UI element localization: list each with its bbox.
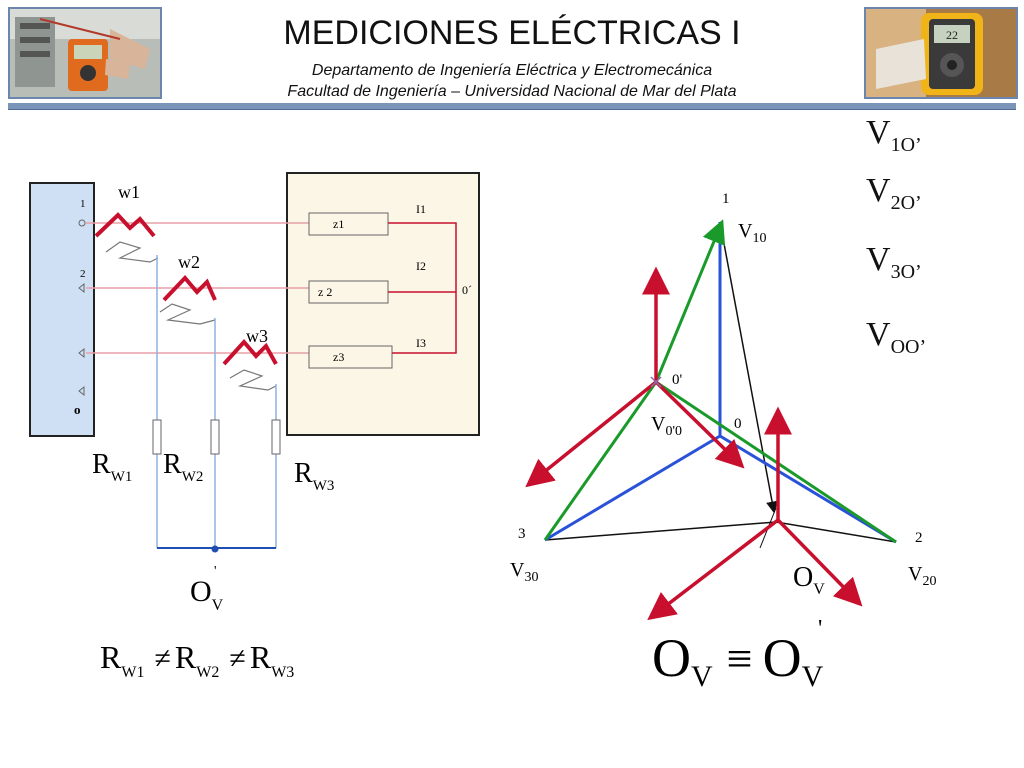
common-node-prime: ' xyxy=(214,564,217,579)
right-photo: 22 xyxy=(864,7,1018,99)
terminal-2-label: 2 xyxy=(80,268,86,280)
terminal-1 xyxy=(78,219,86,227)
meter-readout: 22 xyxy=(946,28,958,42)
multimeter-photo-icon: 22 xyxy=(866,9,1016,97)
current-phasor-i2 xyxy=(654,380,745,469)
common-node xyxy=(211,545,219,553)
impedance-z2-label: z 2 xyxy=(318,285,332,299)
vertex-0-label: 0 xyxy=(734,416,742,432)
load-panel xyxy=(286,172,480,436)
terminal-neutral xyxy=(78,385,85,397)
vertex-2-label: 2 xyxy=(915,530,923,546)
header-divider xyxy=(8,103,1016,110)
terminal-3 xyxy=(78,347,85,359)
current-phasor-ov-right xyxy=(776,518,863,607)
v20-label: V20 xyxy=(908,563,936,589)
impedance-z3-label: z3 xyxy=(333,350,344,364)
voltage-v1o: V1O’ xyxy=(866,114,922,156)
voltage-v3o: V3O’ xyxy=(866,241,922,283)
line-voltage-base xyxy=(544,521,897,543)
wattmeter-w1-current-coil xyxy=(94,212,156,238)
terminal-1-label: 1 xyxy=(80,198,86,210)
terminal-o-label: o xyxy=(74,402,81,417)
impedance-z1 xyxy=(308,212,389,236)
wattmeter-w1-voltage-coil xyxy=(105,241,159,263)
wattmeter-w1-label: w1 xyxy=(118,182,140,202)
v30-label: V30 xyxy=(510,559,538,585)
wattmeter-w3-label: w3 xyxy=(246,326,268,346)
equivalence-expression: OV≡OV xyxy=(652,628,824,693)
v10-label: V10 xyxy=(738,220,766,246)
page-title: MEDICIONES ELÉCTRICAS I xyxy=(283,14,741,52)
rw3-label: RW3 xyxy=(294,458,334,494)
current-i2-label: I2 xyxy=(416,259,426,273)
phasor-v30-blue xyxy=(544,434,721,542)
resistor-rw1 xyxy=(152,419,162,455)
vertex-3-label: 3 xyxy=(518,526,526,542)
voltage-v2o: V2O’ xyxy=(866,172,922,214)
current-i1-label: I1 xyxy=(416,202,426,216)
current-phasor-ov-left xyxy=(647,518,780,621)
terminal-2 xyxy=(78,282,85,294)
star-point-label: 0´ xyxy=(462,283,472,297)
equivalence-prime: ' xyxy=(818,616,822,642)
wattmeter-w3-current-coil xyxy=(222,338,278,366)
faculty-subtitle: Facultad de Ingeniería – Universidad Nac… xyxy=(287,83,737,100)
resistor-inequality: RW1≠RW2≠RW3 xyxy=(100,639,294,681)
resistor-rw3 xyxy=(271,419,281,455)
ov-label: OV xyxy=(793,562,825,598)
current-phasor-i3 xyxy=(525,380,658,488)
phasor-v-1ov xyxy=(719,221,778,514)
node-0prime-mark-2 xyxy=(650,376,662,388)
common-node-label: OV xyxy=(190,575,224,614)
impedance-z3 xyxy=(308,345,393,369)
star-connection xyxy=(388,222,457,354)
phasor-v20-blue xyxy=(719,434,897,544)
phasor-v2o-green xyxy=(655,380,897,544)
department-subtitle: Departamento de Ingeniería Eléctrica y E… xyxy=(311,62,713,79)
left-photo xyxy=(8,7,162,99)
voltage-voo: VOO’ xyxy=(866,316,927,358)
vertex-0prime-label: 0' xyxy=(672,372,683,388)
rw1-label: RW1 xyxy=(92,449,132,485)
phasor-v3o-green xyxy=(543,381,658,541)
impedance-z1-label: z1 xyxy=(333,217,344,231)
phasor-diagram: 1 2 3 0 0' V10 V20 V30 V0'0 OV OV≡OV ' xyxy=(510,191,936,693)
phasor-v1o-green xyxy=(654,219,726,383)
v00-label: V0'0 xyxy=(651,413,682,439)
circuit-diagram: 1 2 o z1 z 2 z3 0´ I1 I2 I3 w1 w2 w3 RW1… xyxy=(29,172,480,681)
rw2-label: RW2 xyxy=(163,449,203,485)
wattmeter-w2-label: w2 xyxy=(178,252,200,272)
wattmeter-w2-current-coil xyxy=(162,275,217,302)
resistor-rw2 xyxy=(210,419,220,455)
wattmeter-w2-voltage-coil xyxy=(159,303,216,325)
vertex-1-label: 1 xyxy=(722,191,730,207)
wattmeter-w3-voltage-coil xyxy=(229,369,277,391)
current-i3-label: I3 xyxy=(416,336,426,350)
multimeter-photo-icon xyxy=(10,9,160,97)
